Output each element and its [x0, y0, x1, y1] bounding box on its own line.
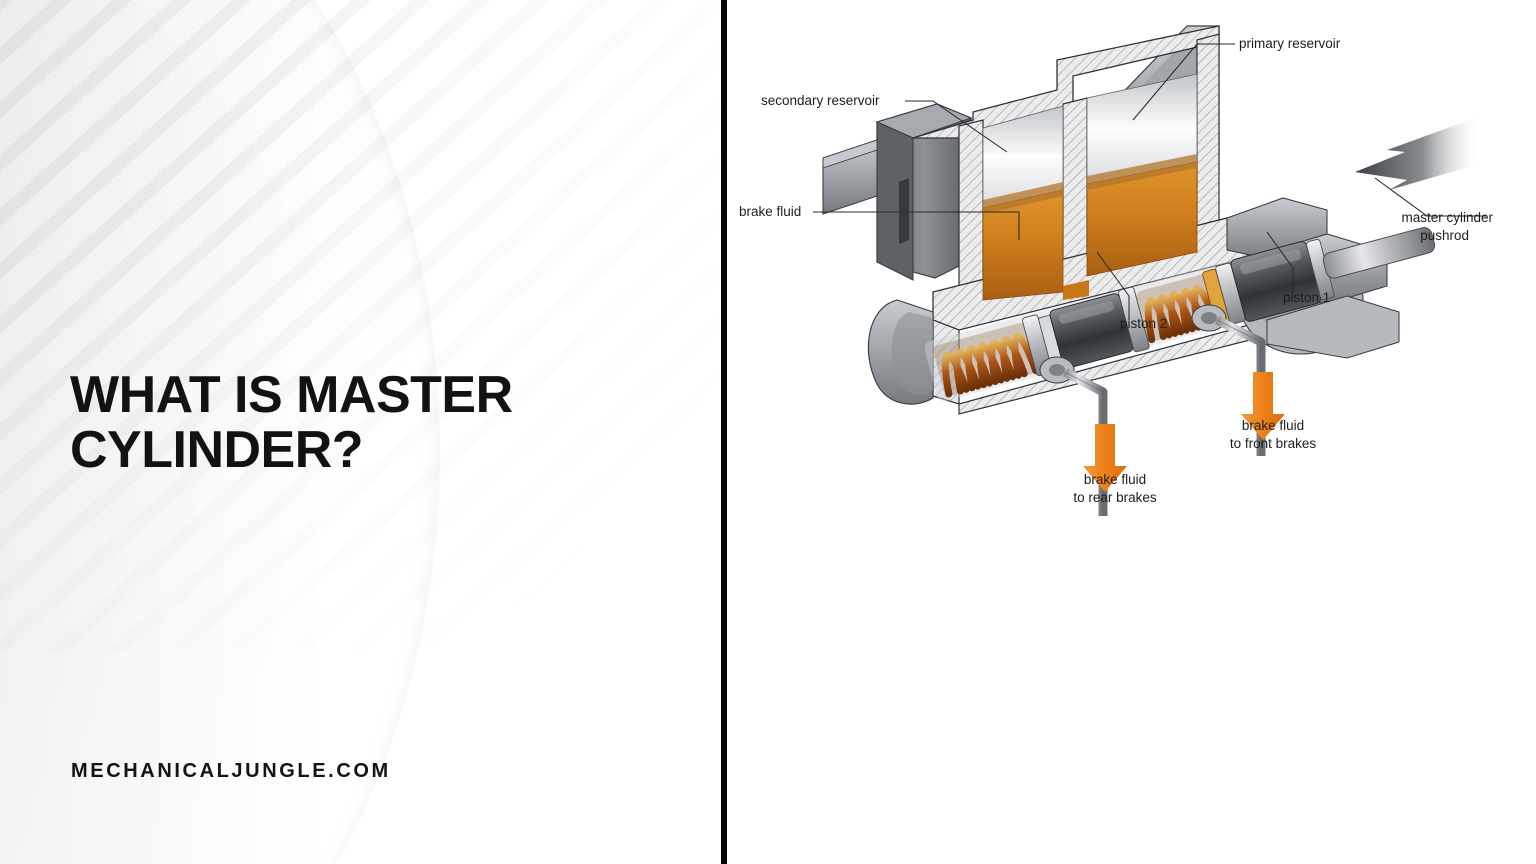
- leader-pushrod: [1374, 177, 1487, 217]
- piston-1-assembly: [1215, 238, 1335, 325]
- mounting-flange-left: [822, 139, 878, 215]
- leader-piston-2: [1096, 251, 1130, 320]
- label-master-cylinder-pushrod-line2: pushrod: [1420, 228, 1469, 243]
- label-brake-fluid: brake fluid: [739, 204, 801, 219]
- label-piston-1: piston 1: [1283, 290, 1330, 305]
- leader-lines: [813, 43, 1487, 320]
- label-master-cylinder-pushrod-line1: master cylinder: [1401, 210, 1493, 225]
- leader-secondary-reservoir: [905, 100, 1008, 153]
- master-cylinder-diagram: secondary reservoir primary reservoir br…: [739, 25, 1494, 516]
- rear-brakes-arrow: [1083, 424, 1127, 492]
- label-rear-brakes-line2: to rear brakes: [1073, 490, 1157, 505]
- panel-divider: [721, 0, 727, 864]
- secondary-return-spring: [933, 323, 1040, 398]
- leader-brake-fluid: [813, 211, 1020, 240]
- label-front-brakes-line1: brake fluid: [1242, 418, 1304, 433]
- right-diagram-panel: secondary reservoir primary reservoir br…: [727, 0, 1536, 864]
- leader-piston-1: [1266, 231, 1294, 294]
- label-piston-2: piston 2: [1120, 316, 1167, 331]
- primary-reservoir-cavity: [1063, 73, 1198, 300]
- pushrod-force-arrow: [1355, 118, 1479, 190]
- piston-2-assembly: [1022, 286, 1150, 377]
- label-front-brakes-line2: to front brakes: [1230, 436, 1317, 451]
- label-primary-reservoir: primary reservoir: [1239, 36, 1341, 51]
- secondary-reservoir-cavity: [982, 105, 1064, 301]
- master-cylinder-pushrod-shaft: [1322, 227, 1436, 279]
- left-title-panel: What is Master Cylinder? MECHANICALJUNGL…: [0, 0, 721, 864]
- leader-primary-reservoir: [1132, 43, 1235, 121]
- background-diagonal-stripes: [0, 0, 721, 650]
- cylinder-end-cap: [867, 299, 934, 405]
- cylinder-bore-assembly: [924, 227, 1436, 402]
- page-title: What is Master Cylinder?: [70, 366, 513, 480]
- brand-footer: MECHANICALJUNGLE.COM: [71, 760, 391, 782]
- label-secondary-reservoir: secondary reservoir: [761, 93, 880, 108]
- front-brakes-arrow: [1241, 372, 1285, 440]
- label-rear-brakes-line1: brake fluid: [1084, 472, 1146, 487]
